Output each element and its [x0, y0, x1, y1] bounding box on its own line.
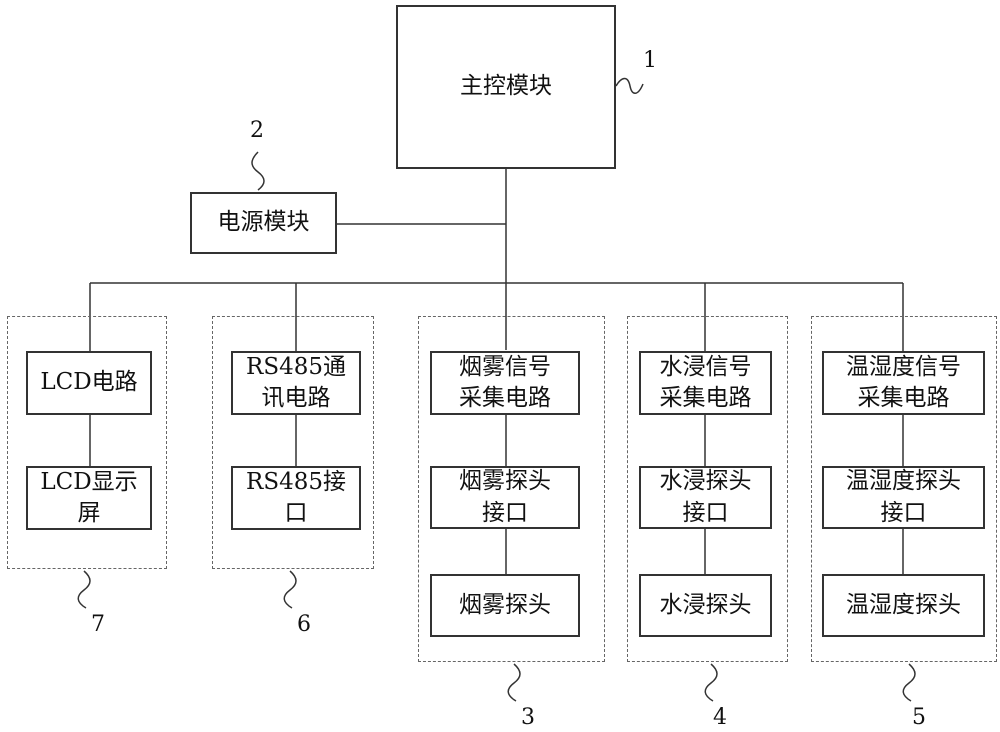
group-rs485-number: 6 [297, 612, 311, 637]
lcd-circuit-box: LCD电路 [26, 351, 152, 415]
rs485-circuit-label-line2: 讯电路 [261, 385, 331, 411]
water-probe-port-box: 水浸探头 接口 [639, 466, 772, 529]
water-probe-port-label-line1: 水浸探头 [659, 468, 752, 495]
leader-2 [251, 151, 265, 191]
smoke-probe-port-label-line1: 烟雾探头 [459, 468, 551, 495]
temp-humidity-probe-box: 温湿度探头 [822, 574, 985, 637]
temp-humidity-probe-label: 温湿度探头 [846, 591, 961, 618]
lcd-circuit-label: LCD电路 [40, 369, 138, 396]
rs485-circuit-box: RS485通 讯电路 [231, 351, 361, 415]
lcd-display-label-line2: 屏 [77, 500, 101, 526]
leader-5 [902, 663, 916, 702]
temp-humidity-probe-port-label-line1: 温湿度探头 [846, 468, 961, 495]
rs485-port-label-line1: RS485接 [246, 468, 346, 495]
group-temp-humidity-number: 5 [912, 705, 926, 730]
smoke-probe-box: 烟雾探头 [430, 574, 580, 637]
power-module-box: 电源模块 [190, 192, 337, 254]
group-water-number: 4 [713, 705, 727, 730]
lcd-display-box: LCD显示 屏 [26, 466, 152, 530]
rs485-port-label-line2: 口 [284, 500, 308, 526]
group-temp-humidity [811, 316, 997, 662]
main-module-box: 主控模块 [396, 5, 616, 169]
leader-4 [704, 663, 718, 702]
group-water [627, 316, 788, 662]
temp-humidity-probe-port-box: 温湿度探头 接口 [822, 466, 985, 529]
power-module-label: 电源模块 [217, 209, 310, 236]
lcd-display-label-line1: LCD显示 [40, 468, 138, 495]
power-module-number: 2 [250, 118, 264, 143]
smoke-probe-label: 烟雾探头 [459, 591, 551, 618]
water-probe-box: 水浸探头 [639, 574, 772, 637]
water-probe-port-label-line2: 接口 [682, 499, 729, 526]
group-lcd-number: 7 [91, 612, 105, 637]
leader-6 [283, 570, 297, 609]
main-module-number: 1 [643, 48, 657, 73]
leader-3 [507, 663, 521, 702]
water-signal-circuit-label-line2: 采集电路 [659, 385, 752, 411]
smoke-signal-circuit-label-line1: 烟雾信号 [459, 353, 551, 380]
leader-1 [615, 77, 644, 94]
group-smoke [418, 316, 605, 662]
rs485-circuit-label-line1: RS485通 [246, 353, 346, 380]
water-signal-circuit-box: 水浸信号 采集电路 [639, 351, 772, 415]
smoke-signal-circuit-box: 烟雾信号 采集电路 [430, 351, 580, 415]
group-smoke-number: 3 [521, 705, 535, 730]
temp-humidity-signal-circuit-box: 温湿度信号 采集电路 [822, 351, 985, 415]
temp-humidity-signal-circuit-label-line2: 采集电路 [857, 385, 950, 411]
group-rs485 [212, 316, 374, 569]
temp-humidity-probe-port-label-line2: 接口 [880, 499, 927, 526]
rs485-port-box: RS485接 口 [231, 466, 361, 530]
main-module-label: 主控模块 [460, 73, 552, 100]
water-probe-label: 水浸探头 [659, 591, 752, 618]
smoke-probe-port-label-line2: 接口 [482, 499, 528, 526]
smoke-probe-port-box: 烟雾探头 接口 [430, 466, 580, 529]
group-lcd [7, 316, 167, 569]
leader-7 [77, 570, 91, 609]
water-signal-circuit-label-line1: 水浸信号 [659, 353, 752, 380]
smoke-signal-circuit-label-line2: 采集电路 [459, 385, 551, 411]
temp-humidity-signal-circuit-label-line1: 温湿度信号 [846, 353, 961, 380]
